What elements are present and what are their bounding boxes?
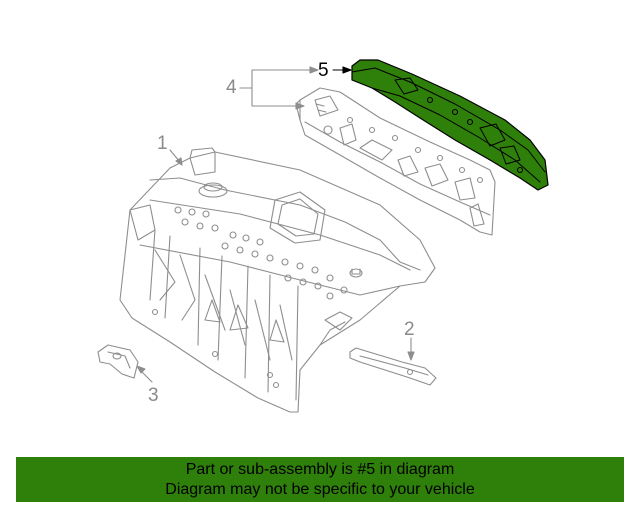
part-1-rear-panel [119, 147, 436, 413]
leader-5 [332, 66, 352, 74]
banner-line-1: Part or sub-assembly is #5 in diagram [185, 461, 455, 478]
callout-1: 1 [157, 133, 168, 154]
parts-diagram: 1 2 3 4 5 [97, 59, 549, 413]
leader-lines [136, 66, 415, 383]
part-4-rear-body-panel [295, 87, 496, 236]
banner-line-2: Diagram may not be specific to your vehi… [165, 481, 475, 498]
callout-3: 3 [148, 385, 159, 406]
part-5-upper-panel-highlighted [351, 59, 549, 191]
info-banner: Part or sub-assembly is #5 in diagram Di… [16, 457, 624, 502]
part-3-bracket [97, 344, 139, 379]
diagram-drawing [97, 59, 549, 413]
callout-2: 2 [404, 319, 415, 340]
callout-5: 5 [318, 60, 329, 81]
callout-4: 4 [226, 77, 237, 98]
part-2-bracket [349, 347, 437, 386]
